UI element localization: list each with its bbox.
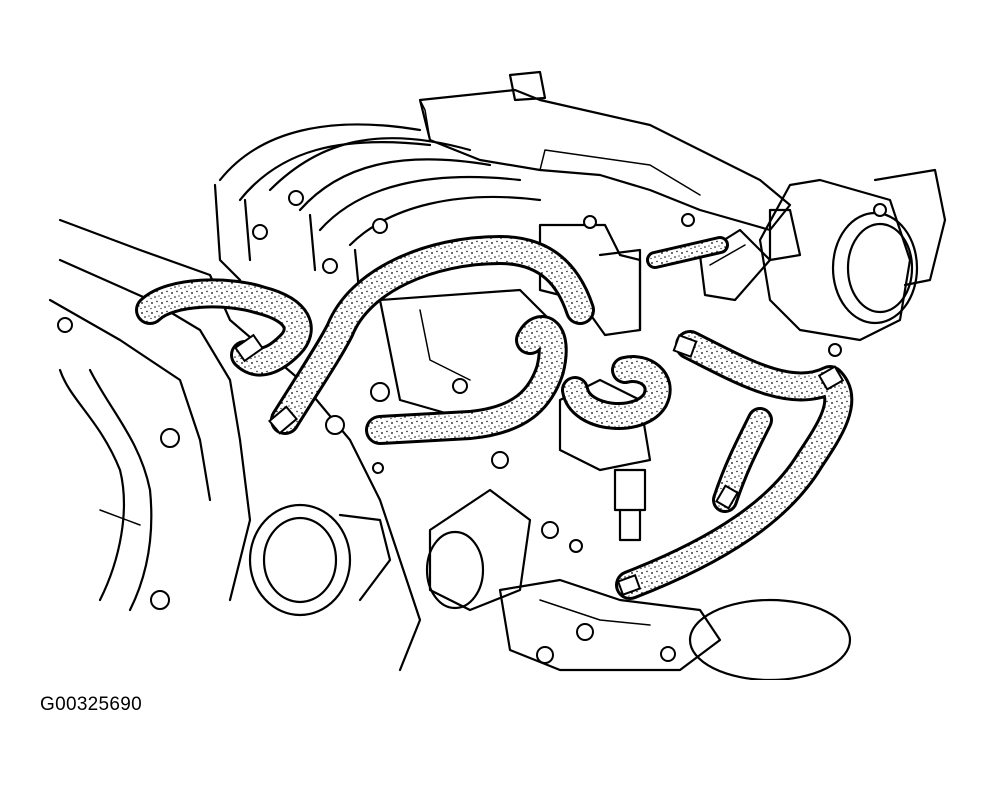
lower-manifold <box>378 288 652 472</box>
thermostat-housing <box>248 488 532 617</box>
figure-id-label: G00325690 <box>40 694 143 715</box>
intake-runners <box>213 123 542 302</box>
coolant-sensor <box>613 468 647 542</box>
heater-hoses <box>135 235 854 600</box>
mounting-bracket <box>538 223 642 337</box>
throttle-position-sensor <box>698 228 772 302</box>
intake-plenum <box>418 70 792 232</box>
bolts <box>57 190 887 664</box>
hose-clamps <box>234 333 845 596</box>
lower-housing <box>498 578 852 680</box>
engine-diagram <box>48 70 947 680</box>
throttle-body <box>758 168 947 342</box>
